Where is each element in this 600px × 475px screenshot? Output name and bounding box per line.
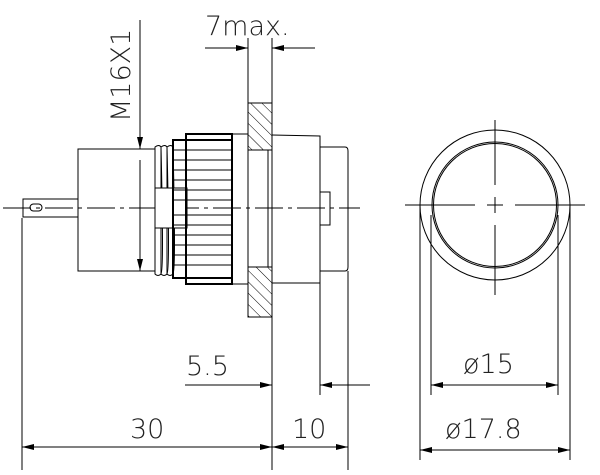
dim-rear-length: 30	[130, 414, 164, 445]
dim-bezel-diameter: ø17.8	[445, 414, 522, 445]
side-view	[3, 102, 360, 318]
rear-body	[77, 148, 156, 272]
dim-panel-thickness: 7max.	[205, 11, 290, 42]
dim-thread: M16X1	[106, 29, 137, 122]
dim-front-length: 10	[292, 414, 326, 445]
panel-section	[247, 102, 273, 318]
lens-tab	[319, 191, 331, 226]
pin-slot	[29, 203, 43, 212]
collar	[231, 133, 249, 285]
front-bezel	[271, 134, 321, 284]
dim-bezel-depth: 5.5	[186, 351, 229, 382]
thread	[154, 145, 188, 276]
dim-lens-diameter: ø15	[463, 349, 514, 380]
lens	[320, 146, 349, 272]
dimensions	[21, 20, 571, 470]
